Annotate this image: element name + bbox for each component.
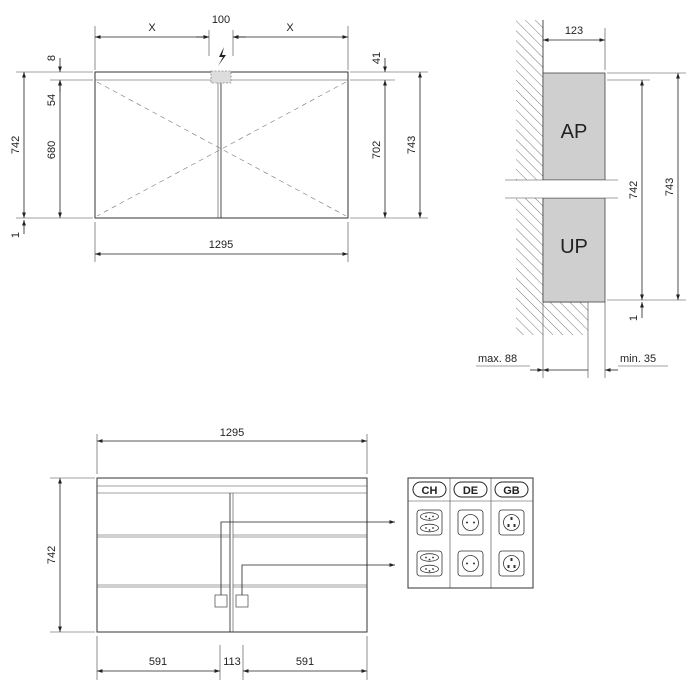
label-width-1295-interior: 1295 <box>220 427 244 439</box>
label-gap-center: 100 <box>212 14 230 26</box>
label-591-left: 591 <box>149 656 167 668</box>
front-cabinet-outline <box>94 71 349 219</box>
country-badge-de <box>453 481 488 498</box>
break-band <box>505 180 618 198</box>
label-min-35: min. 35 <box>620 353 656 365</box>
side-view: AP UP 123 742 743 1 max. 88 min. 35 <box>476 20 686 378</box>
label-depth-123: 123 <box>565 25 583 37</box>
front-socket-box <box>210 70 232 84</box>
label-743-side: 743 <box>664 178 676 196</box>
label-54: 54 <box>46 94 58 106</box>
country-badge-gb <box>494 481 529 498</box>
lightning-icon <box>218 47 226 66</box>
front-view: X X 100 1295 742 680 8 54 1 702 41 743 <box>10 14 428 262</box>
label-680: 680 <box>46 141 58 159</box>
wall-hatch-lower <box>516 198 543 335</box>
interior-view: 1295 742 591 113 591 <box>46 427 395 680</box>
ch-socket-icon <box>416 509 443 536</box>
label-41: 41 <box>371 52 383 64</box>
label-ap: AP <box>561 121 588 143</box>
country-label: DE <box>463 485 478 497</box>
label-742-side: 742 <box>628 181 640 199</box>
country-badge-ch <box>412 481 447 498</box>
label-742-interior: 742 <box>46 546 58 564</box>
interior-socket-box <box>214 594 228 608</box>
label-743-front: 743 <box>406 136 418 154</box>
front-diagonal <box>96 81 347 217</box>
label-width-1295: 1295 <box>209 239 233 251</box>
interior-socket-box <box>235 594 249 608</box>
wall-hatch-upper <box>516 20 543 180</box>
label-x-left: X <box>148 22 156 34</box>
country-label: GB <box>503 485 520 497</box>
leader-line-top <box>220 520 395 595</box>
label-591-right: 591 <box>296 656 314 668</box>
leader-line-bottom <box>241 563 395 595</box>
side-cabinet-lower <box>542 197 606 303</box>
interior-cabinet-outline <box>96 477 368 633</box>
gb-socket-icon <box>498 550 525 577</box>
gb-socket-icon <box>498 509 525 536</box>
socket-table: CH DE GB <box>407 477 534 589</box>
label-x-right: X <box>286 22 294 34</box>
ch-socket-icon <box>416 550 443 577</box>
wall-hatch-bottom <box>543 302 588 335</box>
front-diagonal <box>96 81 347 217</box>
label-8: 8 <box>46 55 58 61</box>
label-1-side: 1 <box>628 315 640 321</box>
label-742: 742 <box>10 136 22 154</box>
label-1-front: 1 <box>10 232 22 238</box>
label-113: 113 <box>223 656 241 668</box>
side-cabinet-upper <box>542 72 606 181</box>
de-socket-icon <box>457 509 484 536</box>
country-label: CH <box>422 485 438 497</box>
de-socket-icon <box>457 550 484 577</box>
label-max-88: max. 88 <box>478 353 517 365</box>
label-up: UP <box>560 236 588 258</box>
label-702: 702 <box>371 141 383 159</box>
